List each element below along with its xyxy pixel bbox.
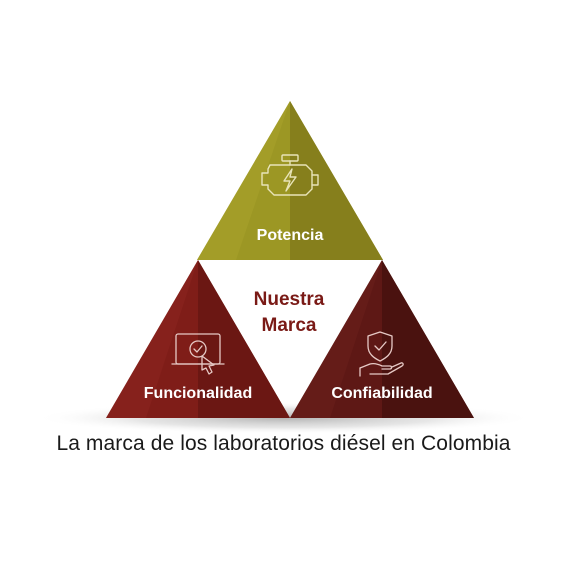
right-triangle — [290, 260, 474, 418]
center-label-line1: Nuestra — [254, 289, 325, 310]
right-label: Confiabilidad — [331, 385, 432, 402]
hand-shield-icon — [359, 331, 404, 377]
left-triangle — [106, 260, 290, 418]
left-label: Funcionalidad — [144, 385, 252, 402]
tablet-touch-icon — [171, 333, 225, 375]
engine-icon — [261, 154, 319, 196]
top-label: Potencia — [257, 227, 324, 244]
caption: La marca de los laboratorios diésel en C… — [56, 432, 511, 455]
center-label-line2: Marca — [262, 315, 317, 336]
